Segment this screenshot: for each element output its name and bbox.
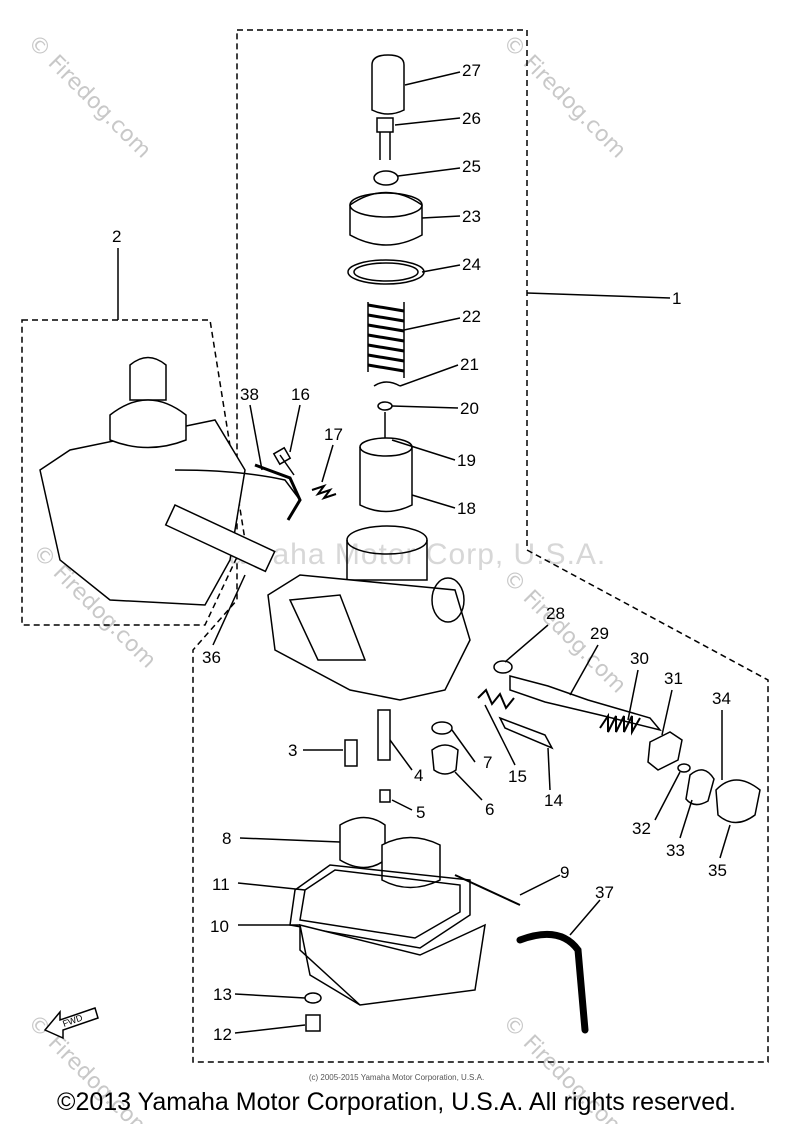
part-label-38: 38 bbox=[240, 385, 259, 404]
part-label-19: 19 bbox=[457, 451, 476, 470]
part-label-18: 18 bbox=[457, 499, 476, 518]
part-label-12: 12 bbox=[213, 1025, 232, 1044]
part-label-13: 13 bbox=[213, 985, 232, 1004]
part-label-20: 20 bbox=[460, 399, 479, 418]
part-label-37: 37 bbox=[595, 883, 614, 902]
part-label-4: 4 bbox=[414, 766, 423, 785]
part-label-33: 33 bbox=[666, 841, 685, 860]
part-label-7: 7 bbox=[483, 753, 492, 772]
part-label-31: 31 bbox=[664, 669, 683, 688]
copyright-footer: ©2013 Yamaha Motor Corporation, U.S.A. A… bbox=[57, 1088, 736, 1116]
part-label-27: 27 bbox=[462, 61, 481, 80]
part-label-2: 2 bbox=[112, 227, 121, 246]
part-label-22: 22 bbox=[462, 307, 481, 326]
part-label-24: 24 bbox=[462, 255, 481, 274]
part-label-34: 34 bbox=[712, 689, 731, 708]
part-label-26: 26 bbox=[462, 109, 481, 128]
part-label-8: 8 bbox=[222, 829, 231, 848]
part-label-21: 21 bbox=[460, 355, 479, 374]
part-label-9: 9 bbox=[560, 863, 569, 882]
part-label-29: 29 bbox=[590, 624, 609, 643]
part-label-6: 6 bbox=[485, 800, 494, 819]
part-label-11: 11 bbox=[212, 875, 230, 894]
part-label-36: 36 bbox=[202, 648, 221, 667]
part-label-32: 32 bbox=[632, 819, 651, 838]
part-label-17: 17 bbox=[324, 425, 343, 444]
part-label-35: 35 bbox=[708, 861, 727, 880]
part-label-10: 10 bbox=[210, 917, 229, 936]
part-label-3: 3 bbox=[288, 741, 297, 760]
part-label-30: 30 bbox=[630, 649, 649, 668]
part-label-16: 16 bbox=[291, 385, 310, 404]
part-label-14: 14 bbox=[544, 791, 563, 810]
faint-watermark-text: Yamaha Motor Corp, U.S.A. bbox=[210, 538, 607, 571]
part-label-25: 25 bbox=[462, 157, 481, 176]
part-label-1: 1 bbox=[672, 289, 681, 308]
part-label-5: 5 bbox=[416, 803, 425, 822]
small-copyright: (c) 2005-2015 Yamaha Motor Corporation, … bbox=[308, 1073, 485, 1082]
part-label-15: 15 bbox=[508, 767, 527, 786]
part-label-28: 28 bbox=[546, 604, 565, 623]
part-label-23: 23 bbox=[462, 207, 481, 226]
